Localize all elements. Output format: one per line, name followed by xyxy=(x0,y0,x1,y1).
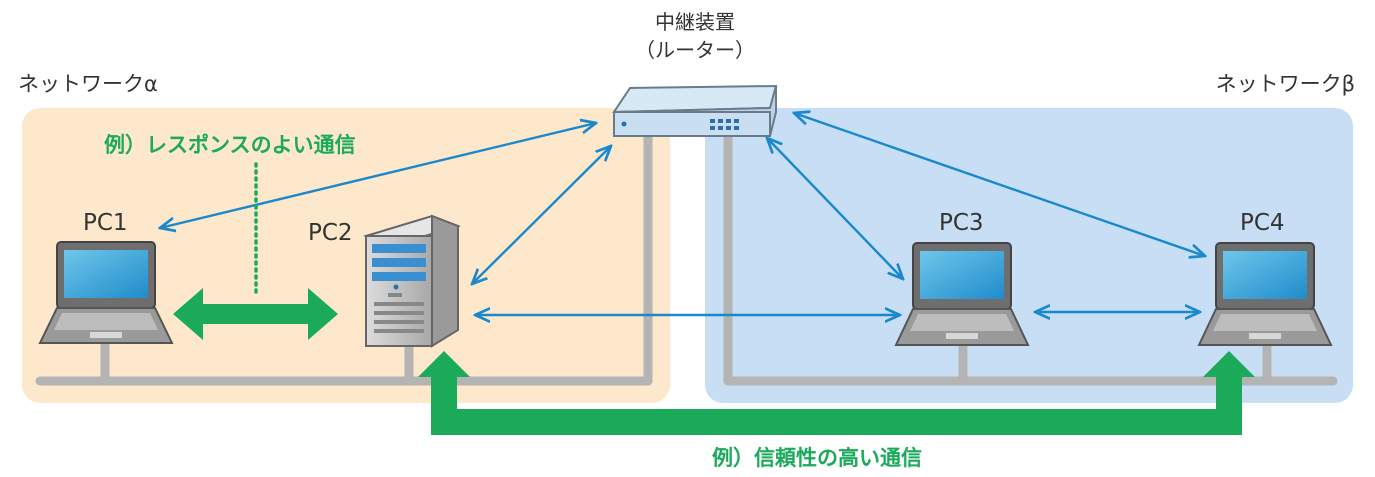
reliable-example-label: 例）信頼性の高い通信 xyxy=(712,446,922,470)
pc2-label: PC2 xyxy=(308,220,353,246)
pc1-label: PC1 xyxy=(83,210,128,236)
green-double-arrow-pc1-pc2 xyxy=(173,288,338,340)
green-u-arrow-pc2-pc4 xyxy=(418,351,1255,435)
router-label-line2: （ルーター） xyxy=(635,38,755,62)
pc3-label: PC3 xyxy=(939,210,984,236)
pc2-tower-server-icon xyxy=(362,214,462,348)
responsive-example-label: 例）レスポンスのよい通信 xyxy=(104,133,356,157)
network-alpha-label: ネットワークα xyxy=(18,72,158,96)
router-label-line1: 中継装置 xyxy=(655,10,735,34)
lan-cables xyxy=(35,131,1338,386)
network-beta-label: ネットワークβ xyxy=(1215,72,1355,96)
arrow-router-pc2 xyxy=(472,146,611,284)
blue-connection-arrows xyxy=(160,113,1205,315)
pc4-laptop-icon xyxy=(1197,242,1333,346)
router-label: 中継装置 （ルーター） xyxy=(600,12,790,60)
pc3-laptop-icon xyxy=(894,242,1030,346)
router-icon xyxy=(612,84,778,137)
pc4-label: PC4 xyxy=(1240,210,1285,236)
arrow-router-pc1 xyxy=(160,123,596,228)
arrow-router-pc4 xyxy=(794,113,1205,256)
pc1-laptop-icon xyxy=(38,241,174,344)
